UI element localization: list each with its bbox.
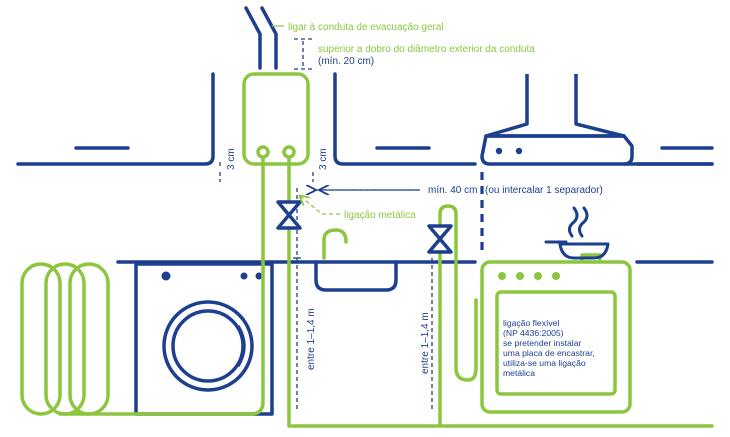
oven-note-line: ligação flexível [503, 318, 559, 328]
oven-icon [480, 253, 632, 414]
tap-icon [322, 228, 348, 260]
gas-hose-coil-icon [20, 262, 110, 416]
oven-note-line: utiliza-se uma ligação [503, 358, 586, 368]
oven-note-line: metálica [503, 368, 535, 378]
upper-cabinets [16, 72, 714, 166]
oven-note: ligação flexível (NP 4436:2005) se prete… [503, 318, 595, 378]
oven-note-line: se pretender instalar [503, 338, 581, 348]
oven-note-line: uma placa de encastrar, [503, 348, 595, 358]
range-hood-icon [480, 74, 634, 166]
separator-note-label: (ou intercalar 1 separador) [485, 185, 603, 196]
countertop [116, 260, 714, 292]
clearance-label-line2: (mín. 20 cm) [318, 56, 374, 67]
height-left-label: entre 1–1,4 m [306, 308, 317, 370]
metal-connection-label: ligação metálica [344, 210, 416, 221]
exhaust-connection-label: ligar à conduta de evacuação geral [288, 22, 444, 33]
side-gap-right-label: 3 cm [318, 148, 329, 170]
washing-machine-icon [134, 262, 274, 416]
gas-pipe [58, 156, 714, 428]
side-gap-left-label: 3 cm [226, 148, 237, 170]
valve-icon [276, 200, 453, 254]
water-heater-icon [242, 72, 310, 166]
metal-connection-pointer [300, 196, 340, 215]
min-distance-label: mín. 40 cm [428, 185, 477, 196]
exhaust-duct [244, 6, 278, 70]
height-right-label: entre 1–1,4 m [420, 312, 431, 374]
oven-note-line: (NP 4436:2005) [503, 328, 564, 338]
clearance-label-line1: superior a dobro do diâmetro exterior da… [318, 44, 535, 55]
pan-icon [544, 206, 610, 260]
